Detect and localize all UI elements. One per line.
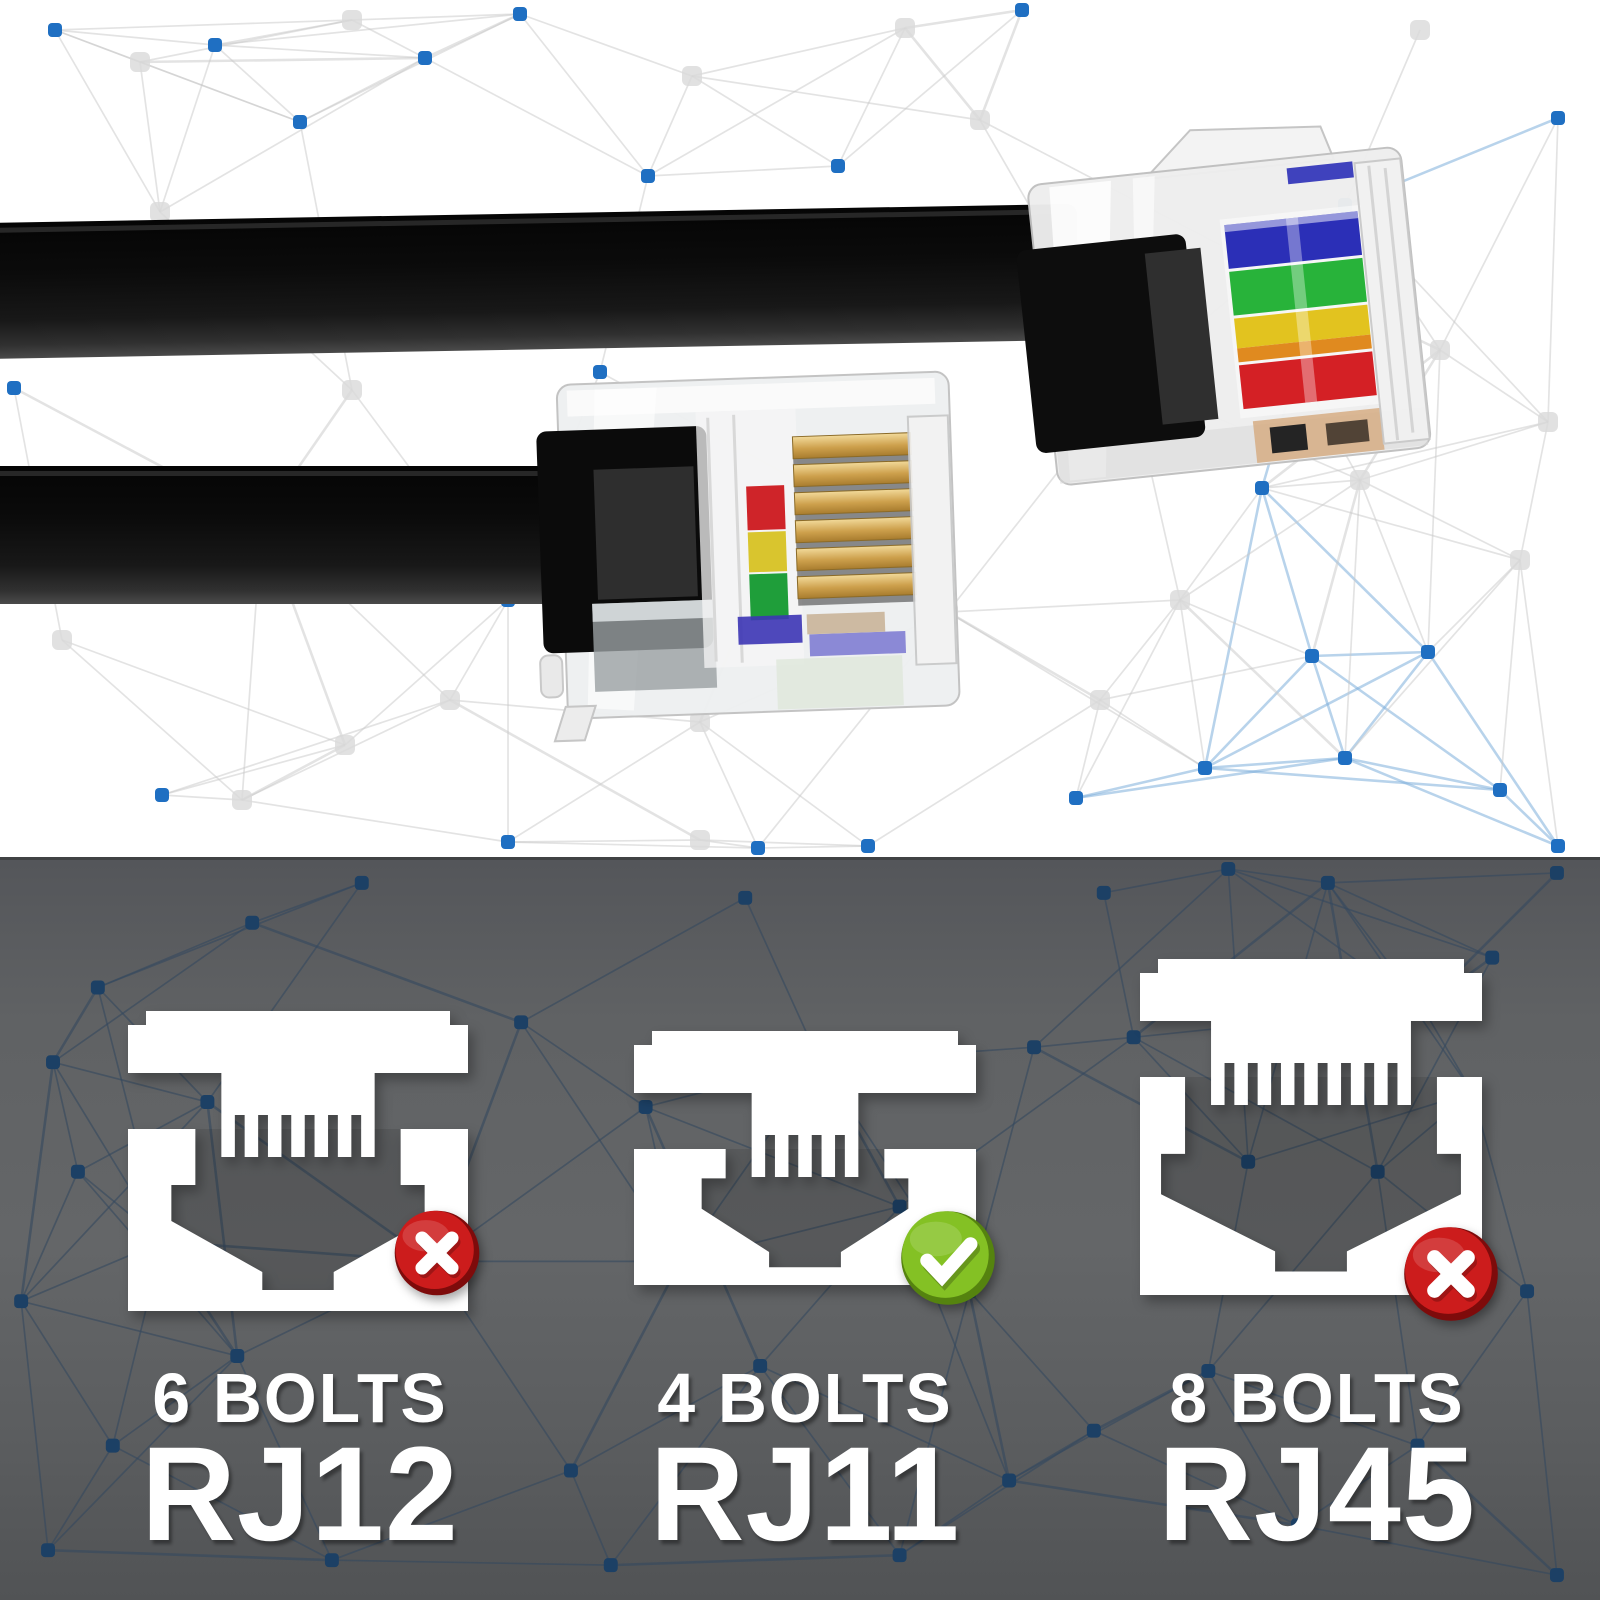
x-mark-icon <box>1404 1227 1498 1321</box>
telephone-cable-bottom <box>0 466 600 604</box>
socket-cavity <box>701 1149 909 1268</box>
bolts-count-label: 4 BOLTS <box>657 1359 953 1437</box>
socket-cavity <box>171 1129 425 1290</box>
connector-comparison-section: 6 BOLTS RJ12 4 BOLTS RJ11 8 BOLTS RJ45 <box>0 857 1600 1600</box>
gold-contact-pins <box>791 432 917 606</box>
pin-comb <box>751 1093 859 1177</box>
telephone-cable-top <box>0 204 1079 359</box>
rj-plug-bottom-photo <box>536 370 961 743</box>
pin-comb <box>1211 1021 1411 1105</box>
bolts-count-label: 6 BOLTS <box>152 1359 448 1437</box>
connector-name-label: RJ12 <box>141 1420 459 1569</box>
bolts-count-label: 8 BOLTS <box>1169 1359 1465 1437</box>
check-icon <box>901 1211 995 1305</box>
rj-plug-top-photo <box>1016 125 1432 486</box>
rj11-jack-icon <box>634 1031 976 1285</box>
pin-comb <box>221 1073 375 1157</box>
rj12-jack-icon <box>128 1011 468 1311</box>
rj45-jack-icon <box>1140 959 1482 1295</box>
connector-name-label: RJ45 <box>1158 1420 1476 1569</box>
connector-name-label: RJ11 <box>649 1420 961 1569</box>
x-mark-icon <box>394 1210 480 1296</box>
hero-photo <box>0 3 1565 855</box>
socket-cavity <box>1161 1077 1461 1272</box>
hero-graphic <box>0 3 1565 855</box>
